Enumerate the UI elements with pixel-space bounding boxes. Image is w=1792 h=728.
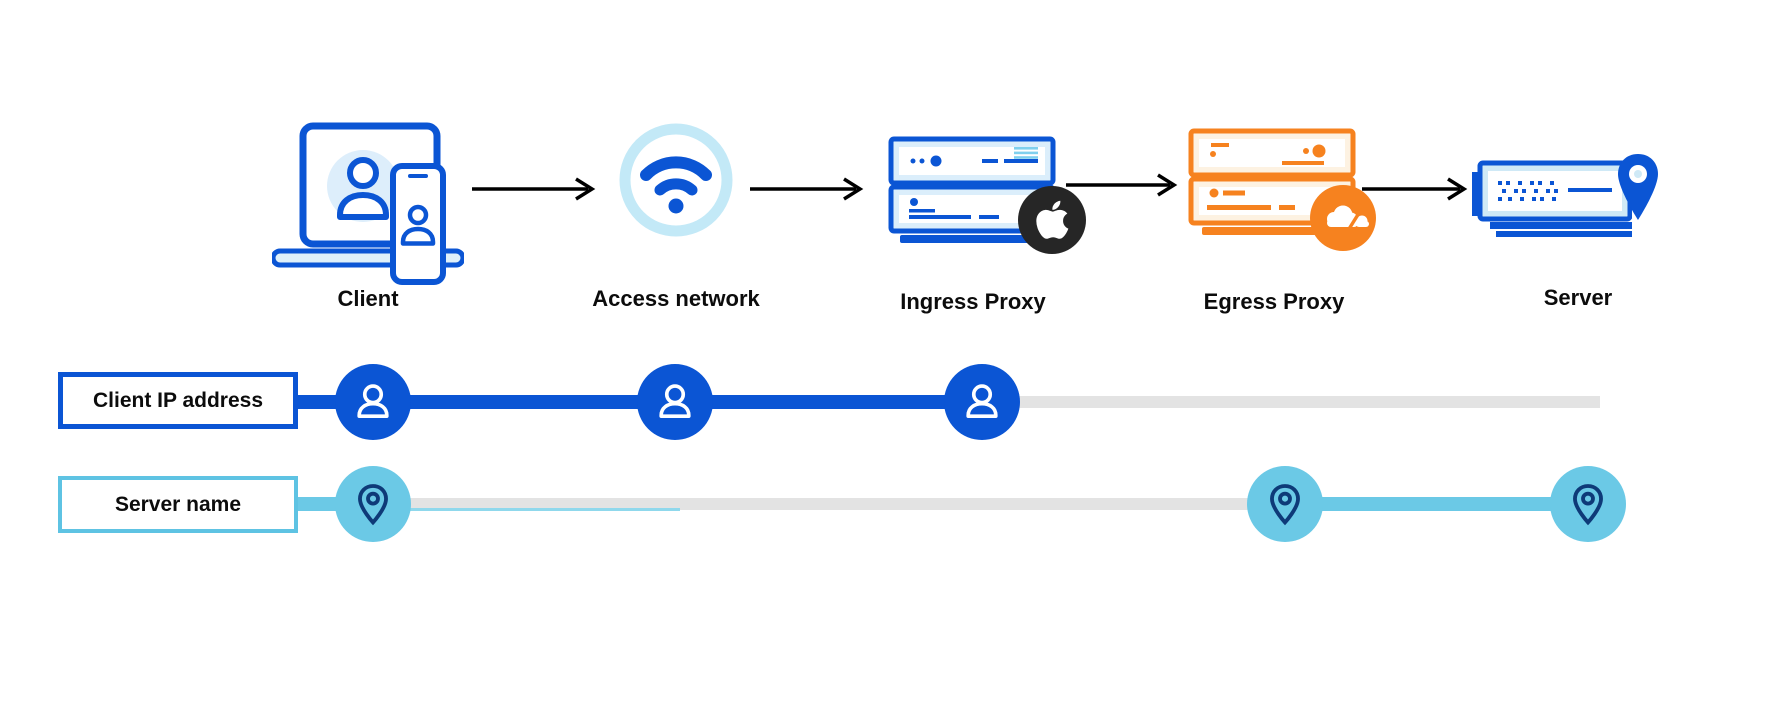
location-pin-icon (358, 484, 388, 526)
wifi-icon (619, 123, 733, 237)
node-label-ingress-proxy: Ingress Proxy (900, 289, 1046, 314)
server-name-label: Server name (114, 492, 242, 516)
server-name-active-line (1285, 497, 1590, 511)
server-stack-icon (1188, 128, 1356, 235)
flow-arrow (750, 177, 864, 201)
client-ip-marker-ingress-proxy (944, 364, 1020, 440)
server-name-marker-egress-proxy (1247, 466, 1323, 542)
flow-arrow (1362, 177, 1468, 201)
server-name-marker-client (335, 466, 411, 542)
client-devices-icon (272, 122, 464, 285)
client-ip-address-label-box: Client IP address (58, 372, 298, 429)
user-icon (357, 384, 389, 419)
user-icon (966, 384, 998, 419)
node-label-server: Server (1543, 285, 1613, 310)
location-pin-icon (1618, 154, 1658, 220)
server-name-thin-underline (410, 508, 680, 511)
client-ip-marker-access-network (637, 364, 713, 440)
node-label-client: Client (337, 286, 399, 311)
client-ip-marker-client (335, 364, 411, 440)
flow-arrow (1066, 173, 1178, 197)
server-name-inactive-line (375, 498, 1287, 510)
node-label-egress-proxy: Egress Proxy (1203, 289, 1345, 314)
server-location-icon (1472, 160, 1632, 237)
server-name-marker-server (1550, 466, 1626, 542)
user-icon (659, 384, 691, 419)
location-pin-icon (1270, 484, 1300, 526)
client-ip-inactive-line (982, 396, 1600, 408)
apple-logo-badge (1018, 186, 1086, 254)
server-stack-icon (888, 136, 1056, 243)
flow-arrow (472, 177, 596, 201)
client-ip-address-label: Client IP address (92, 388, 263, 412)
server-name-label-box: Server name (58, 476, 298, 533)
location-pin-icon (1573, 484, 1603, 526)
node-label-access-network: Access network (592, 286, 760, 311)
cloudflare-logo-badge (1310, 185, 1376, 251)
